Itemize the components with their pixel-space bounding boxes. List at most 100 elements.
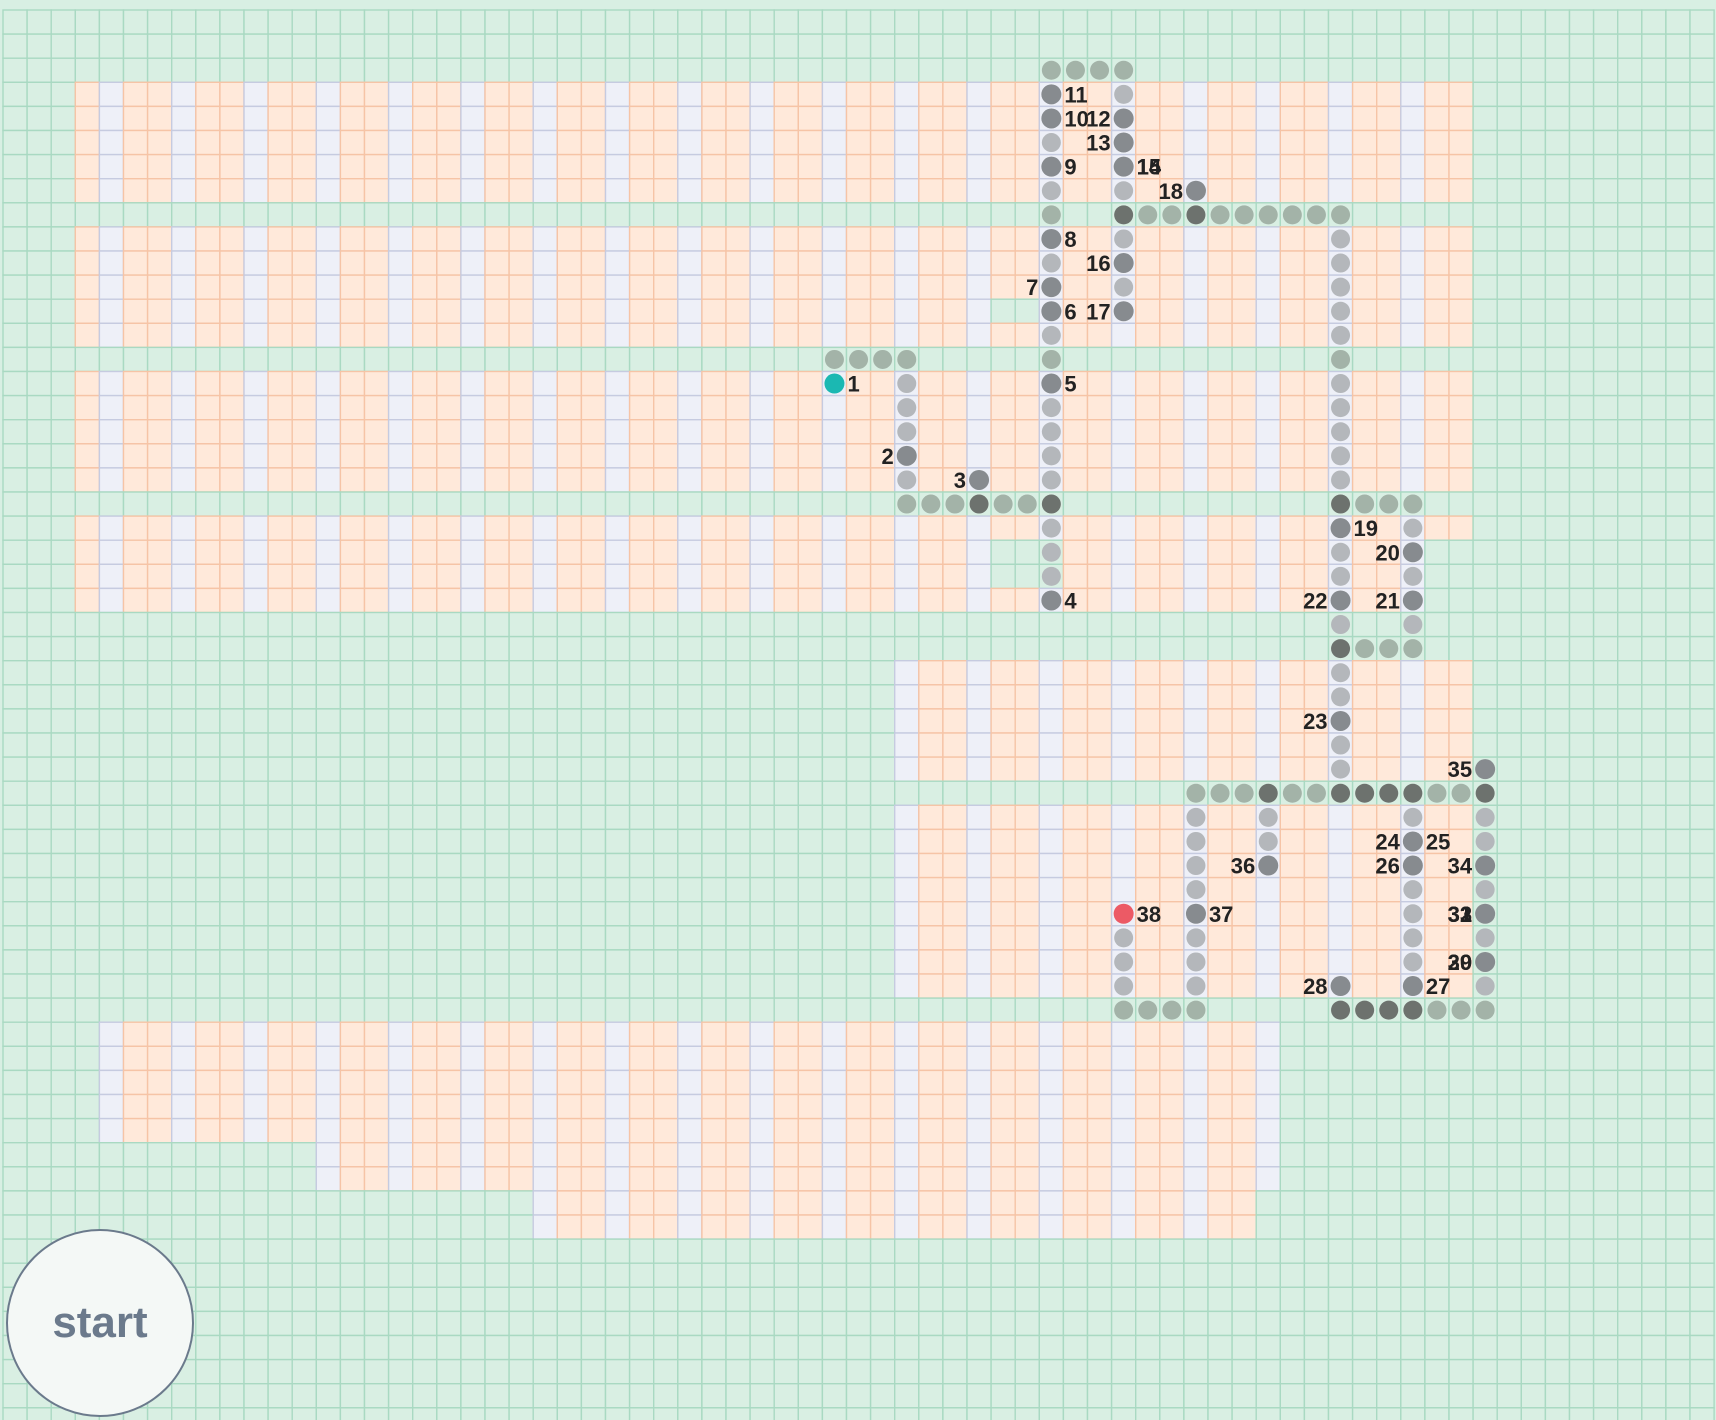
grid-cell [749,298,775,325]
grid-cell [1424,515,1450,541]
grid-cell [1014,322,1041,349]
grid-cell [1062,177,1089,204]
grid-cell [556,226,583,252]
grid-cell [845,491,872,517]
grid-cell [122,828,149,855]
grid-cell [1231,1069,1257,1096]
grid-cell [845,635,872,662]
grid-cell [1400,419,1426,445]
grid-cell [2,298,28,325]
grid-cell [797,852,824,879]
waypoint-dot [1041,84,1062,105]
grid-cell [291,973,318,999]
grid-cell [1231,1093,1257,1120]
grid-cell [797,780,824,807]
grid-cell [1568,491,1595,517]
grid-cell [1544,298,1571,325]
grid-cell [653,925,679,951]
grid-cell [1038,1190,1065,1216]
grid-cell [436,202,462,228]
grid-cell [1038,1310,1065,1337]
grid-cell [219,635,245,662]
grid-cell [1616,153,1643,180]
grid-cell [1592,780,1619,807]
grid-cell [1159,756,1185,782]
grid-cell [1689,828,1715,855]
grid-cell [749,756,775,782]
grid-cell [508,997,534,1023]
grid-cell [797,9,824,35]
grid-cell [122,491,149,517]
grid-cell [1303,852,1330,879]
grid-cell [74,394,101,421]
grid-cell [291,949,318,975]
grid-cell [1592,925,1619,951]
grid-cell [1665,1262,1691,1288]
grid-cell [339,33,366,59]
grid-cell [556,9,583,35]
grid-cell [1592,467,1619,493]
grid-cell [1592,9,1619,35]
grid-cell [1641,660,1667,686]
grid-cell [1086,708,1113,734]
grid-cell [580,563,607,590]
grid-cell [749,876,775,903]
path-dot [897,398,917,418]
grid-cell [1014,732,1041,758]
grid-cell [990,539,1016,566]
grid-cell [1207,274,1233,300]
grid-cell [725,611,751,638]
grid-cell [821,515,848,541]
grid-cell [1014,852,1041,879]
grid-cell [1448,419,1474,445]
grid-cell [1159,467,1185,493]
grid-cell [894,1117,920,1144]
grid-cell [1255,1238,1281,1264]
grid-cell [98,901,125,927]
grid-cell [532,1117,559,1144]
grid-cell [122,660,149,686]
grid-cell [98,611,125,638]
grid-cell [195,611,221,638]
grid-cell [50,1190,77,1216]
intersection-dot [1379,1000,1399,1020]
grid-cell [869,1238,896,1264]
grid-cell [484,1190,510,1216]
grid-cell [1062,515,1089,541]
grid-cell [243,949,269,975]
grid-cell [532,1021,559,1048]
grid-cell [1086,1358,1113,1385]
grid-cell [339,443,366,469]
waypoint-label: 27 [1426,974,1450,999]
grid-cell [508,539,534,566]
grid-cell [26,394,52,421]
grid-cell [484,57,510,84]
grid-cell [339,1166,366,1192]
grid-cell [1665,973,1691,999]
grid-cell [628,563,655,590]
grid-cell [701,515,727,541]
grid-cell [26,1214,52,1240]
grid-cell [918,250,944,276]
grid-cell [387,274,414,300]
grid-cell [677,105,703,132]
grid-cell [436,394,462,421]
grid-cell [628,491,655,517]
grid-cell [243,1117,269,1144]
grid-cell [894,1262,920,1288]
grid-cell [797,949,824,975]
grid-cell [797,1407,824,1420]
grid-cell [122,370,149,397]
path-dot [1331,349,1351,369]
grid-cell [1689,202,1715,228]
grid-cell [1303,491,1330,517]
grid-cell [869,660,896,686]
grid-cell [1568,1190,1595,1216]
grid-cell [243,1382,269,1409]
start-button[interactable]: start [6,1229,194,1417]
path-dot [1475,976,1495,996]
grid-cell [1592,852,1619,879]
grid-cell [1303,322,1330,349]
grid-cell [580,876,607,903]
grid-cell [26,443,52,469]
